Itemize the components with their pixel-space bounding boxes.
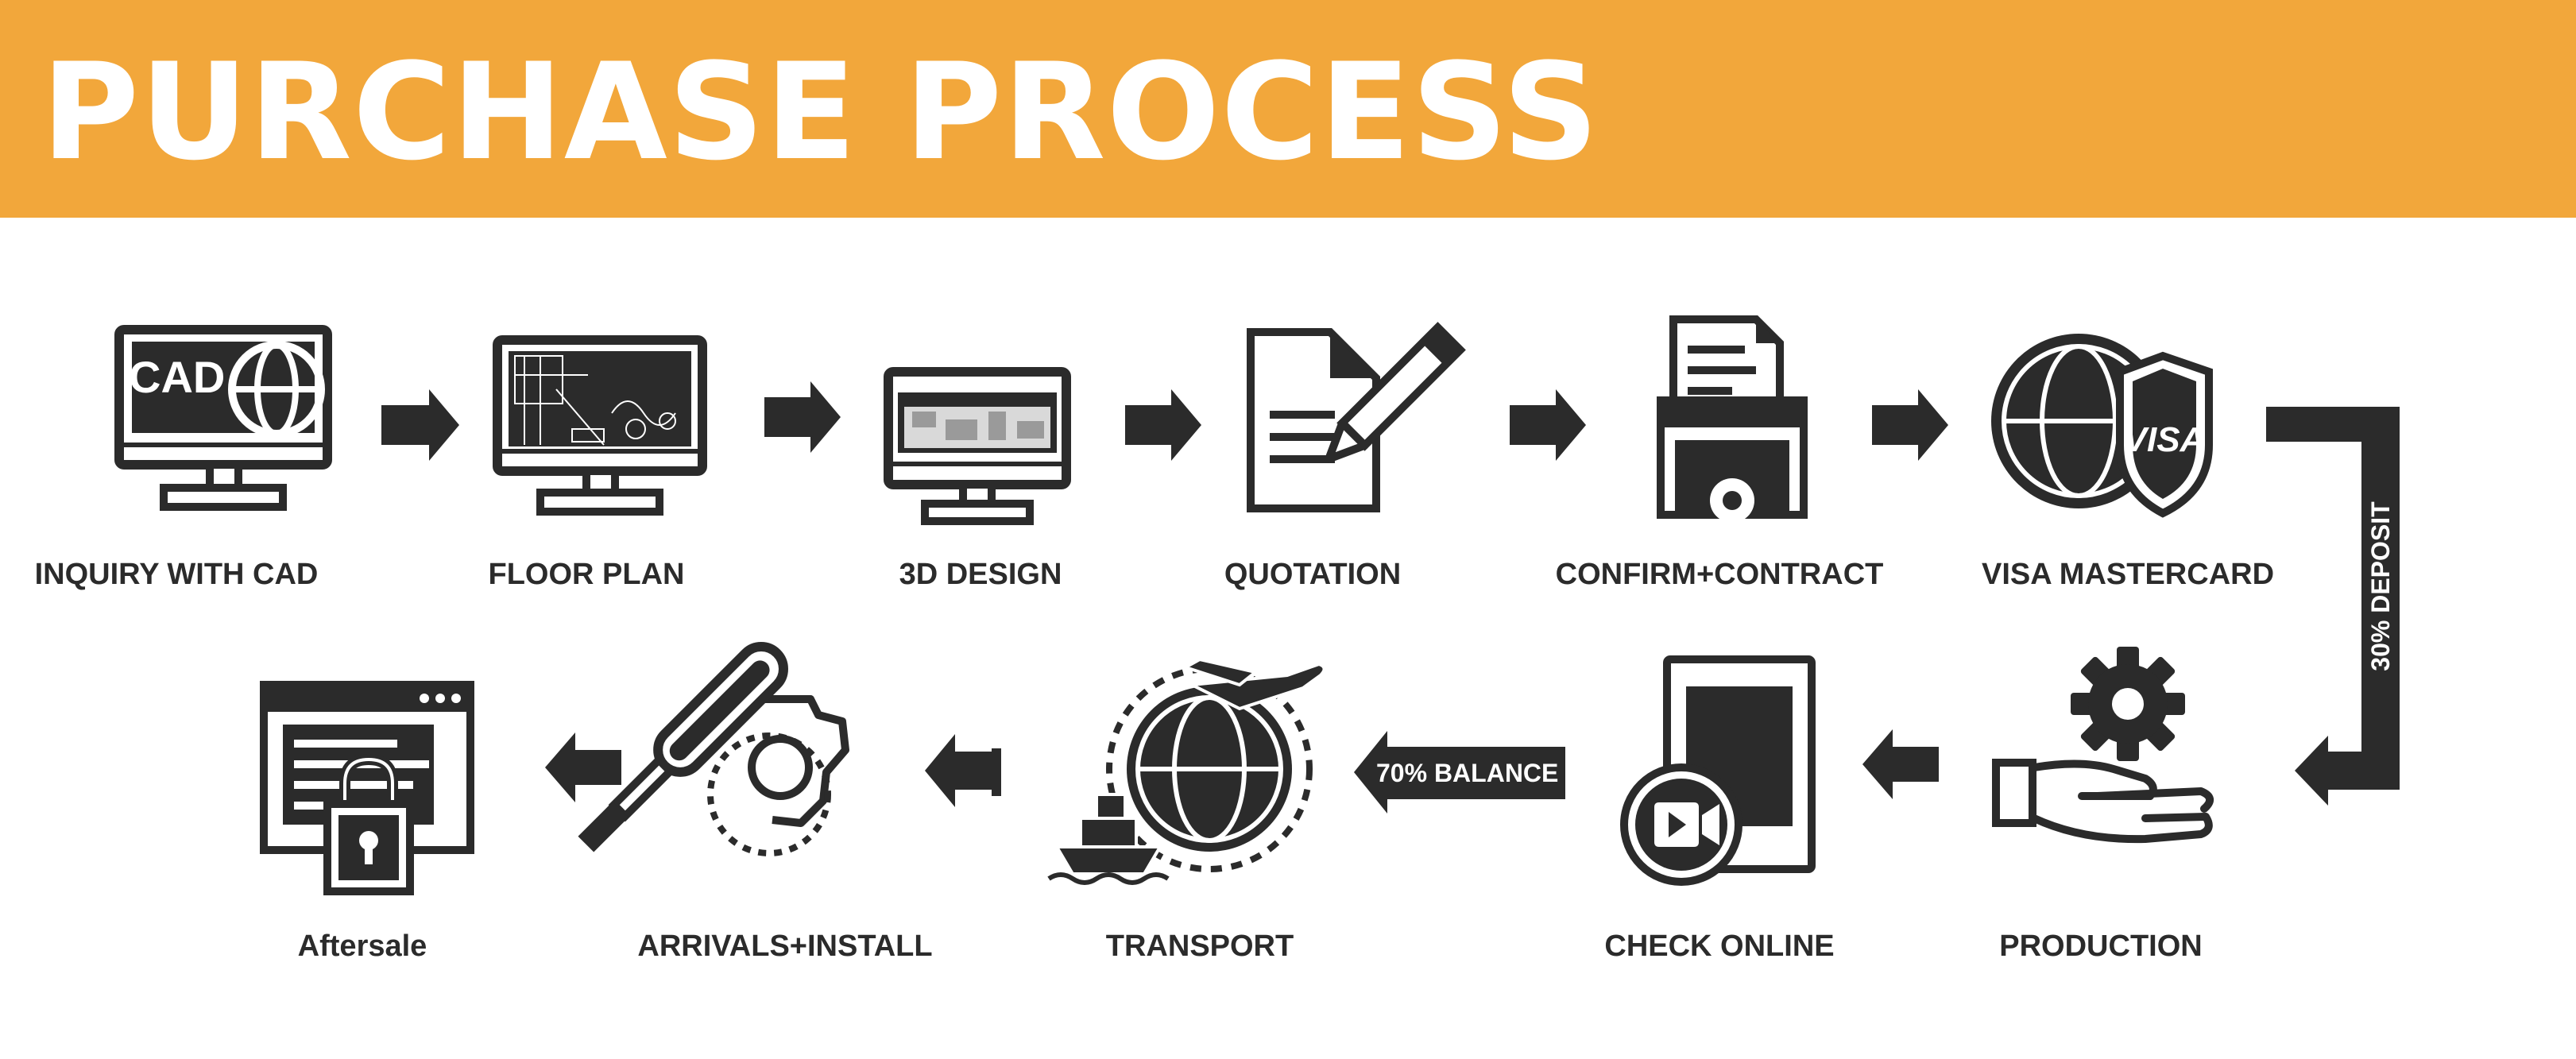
arrow-left-icon [925, 734, 1001, 807]
arrow-right-icon [381, 389, 459, 461]
screwdriver-gear-icon [578, 642, 849, 856]
tablet-video-icon [1620, 655, 1816, 886]
cad-screen-text: CAD [129, 352, 225, 402]
floor-plan-monitor-icon [493, 335, 707, 516]
visa-shield-text: VISA [2124, 420, 2206, 459]
arrow-right-icon [1872, 389, 1948, 461]
step-label: VISA MASTERCARD [1981, 558, 2275, 591]
browser-lock-icon [260, 681, 474, 895]
header-banner: PURCHASE PROCESS [0, 0, 2576, 218]
arrow-left-icon [545, 732, 621, 802]
arrow-right-icon [1510, 389, 1586, 461]
step-label: PRODUCTION [1999, 930, 2203, 963]
step-label: INQUIRY WITH CAD [34, 558, 319, 591]
step-label: CHECK ONLINE [1604, 930, 1835, 963]
3d-design-monitor-icon [884, 367, 1071, 525]
arrow-right-icon [764, 381, 841, 453]
step-label: TRANSPORT [1105, 930, 1294, 963]
folder-contract-icon [1657, 315, 1808, 523]
cad-monitor-icon: CAD [114, 325, 332, 511]
plane-ship-globe-icon [1047, 657, 1326, 885]
balance-arrow [1354, 731, 1565, 814]
step-label: Aftersale [297, 930, 427, 963]
step-label: ARRIVALS+INSTALL [637, 930, 933, 963]
arrow-right-icon [1125, 389, 1201, 461]
deposit-connector-arrow [2266, 407, 2400, 806]
step-label: QUOTATION [1224, 558, 1402, 591]
deposit-label: 30% DEPOSIT [2366, 501, 2395, 671]
globe-shield-icon: VISA [1991, 334, 2213, 518]
step-label: CONFIRM+CONTRACT [1555, 558, 1884, 591]
step-label: FLOOR PLAN [488, 558, 685, 591]
page-title: PURCHASE PROCESS [41, 34, 1599, 190]
balance-label: 70% BALANCE [1376, 759, 1559, 787]
document-pencil-icon [1247, 322, 1466, 512]
step-label: 3D DESIGN [899, 558, 1062, 591]
arrow-left-icon [1862, 729, 1939, 799]
gear-hand-icon [1992, 647, 2214, 844]
